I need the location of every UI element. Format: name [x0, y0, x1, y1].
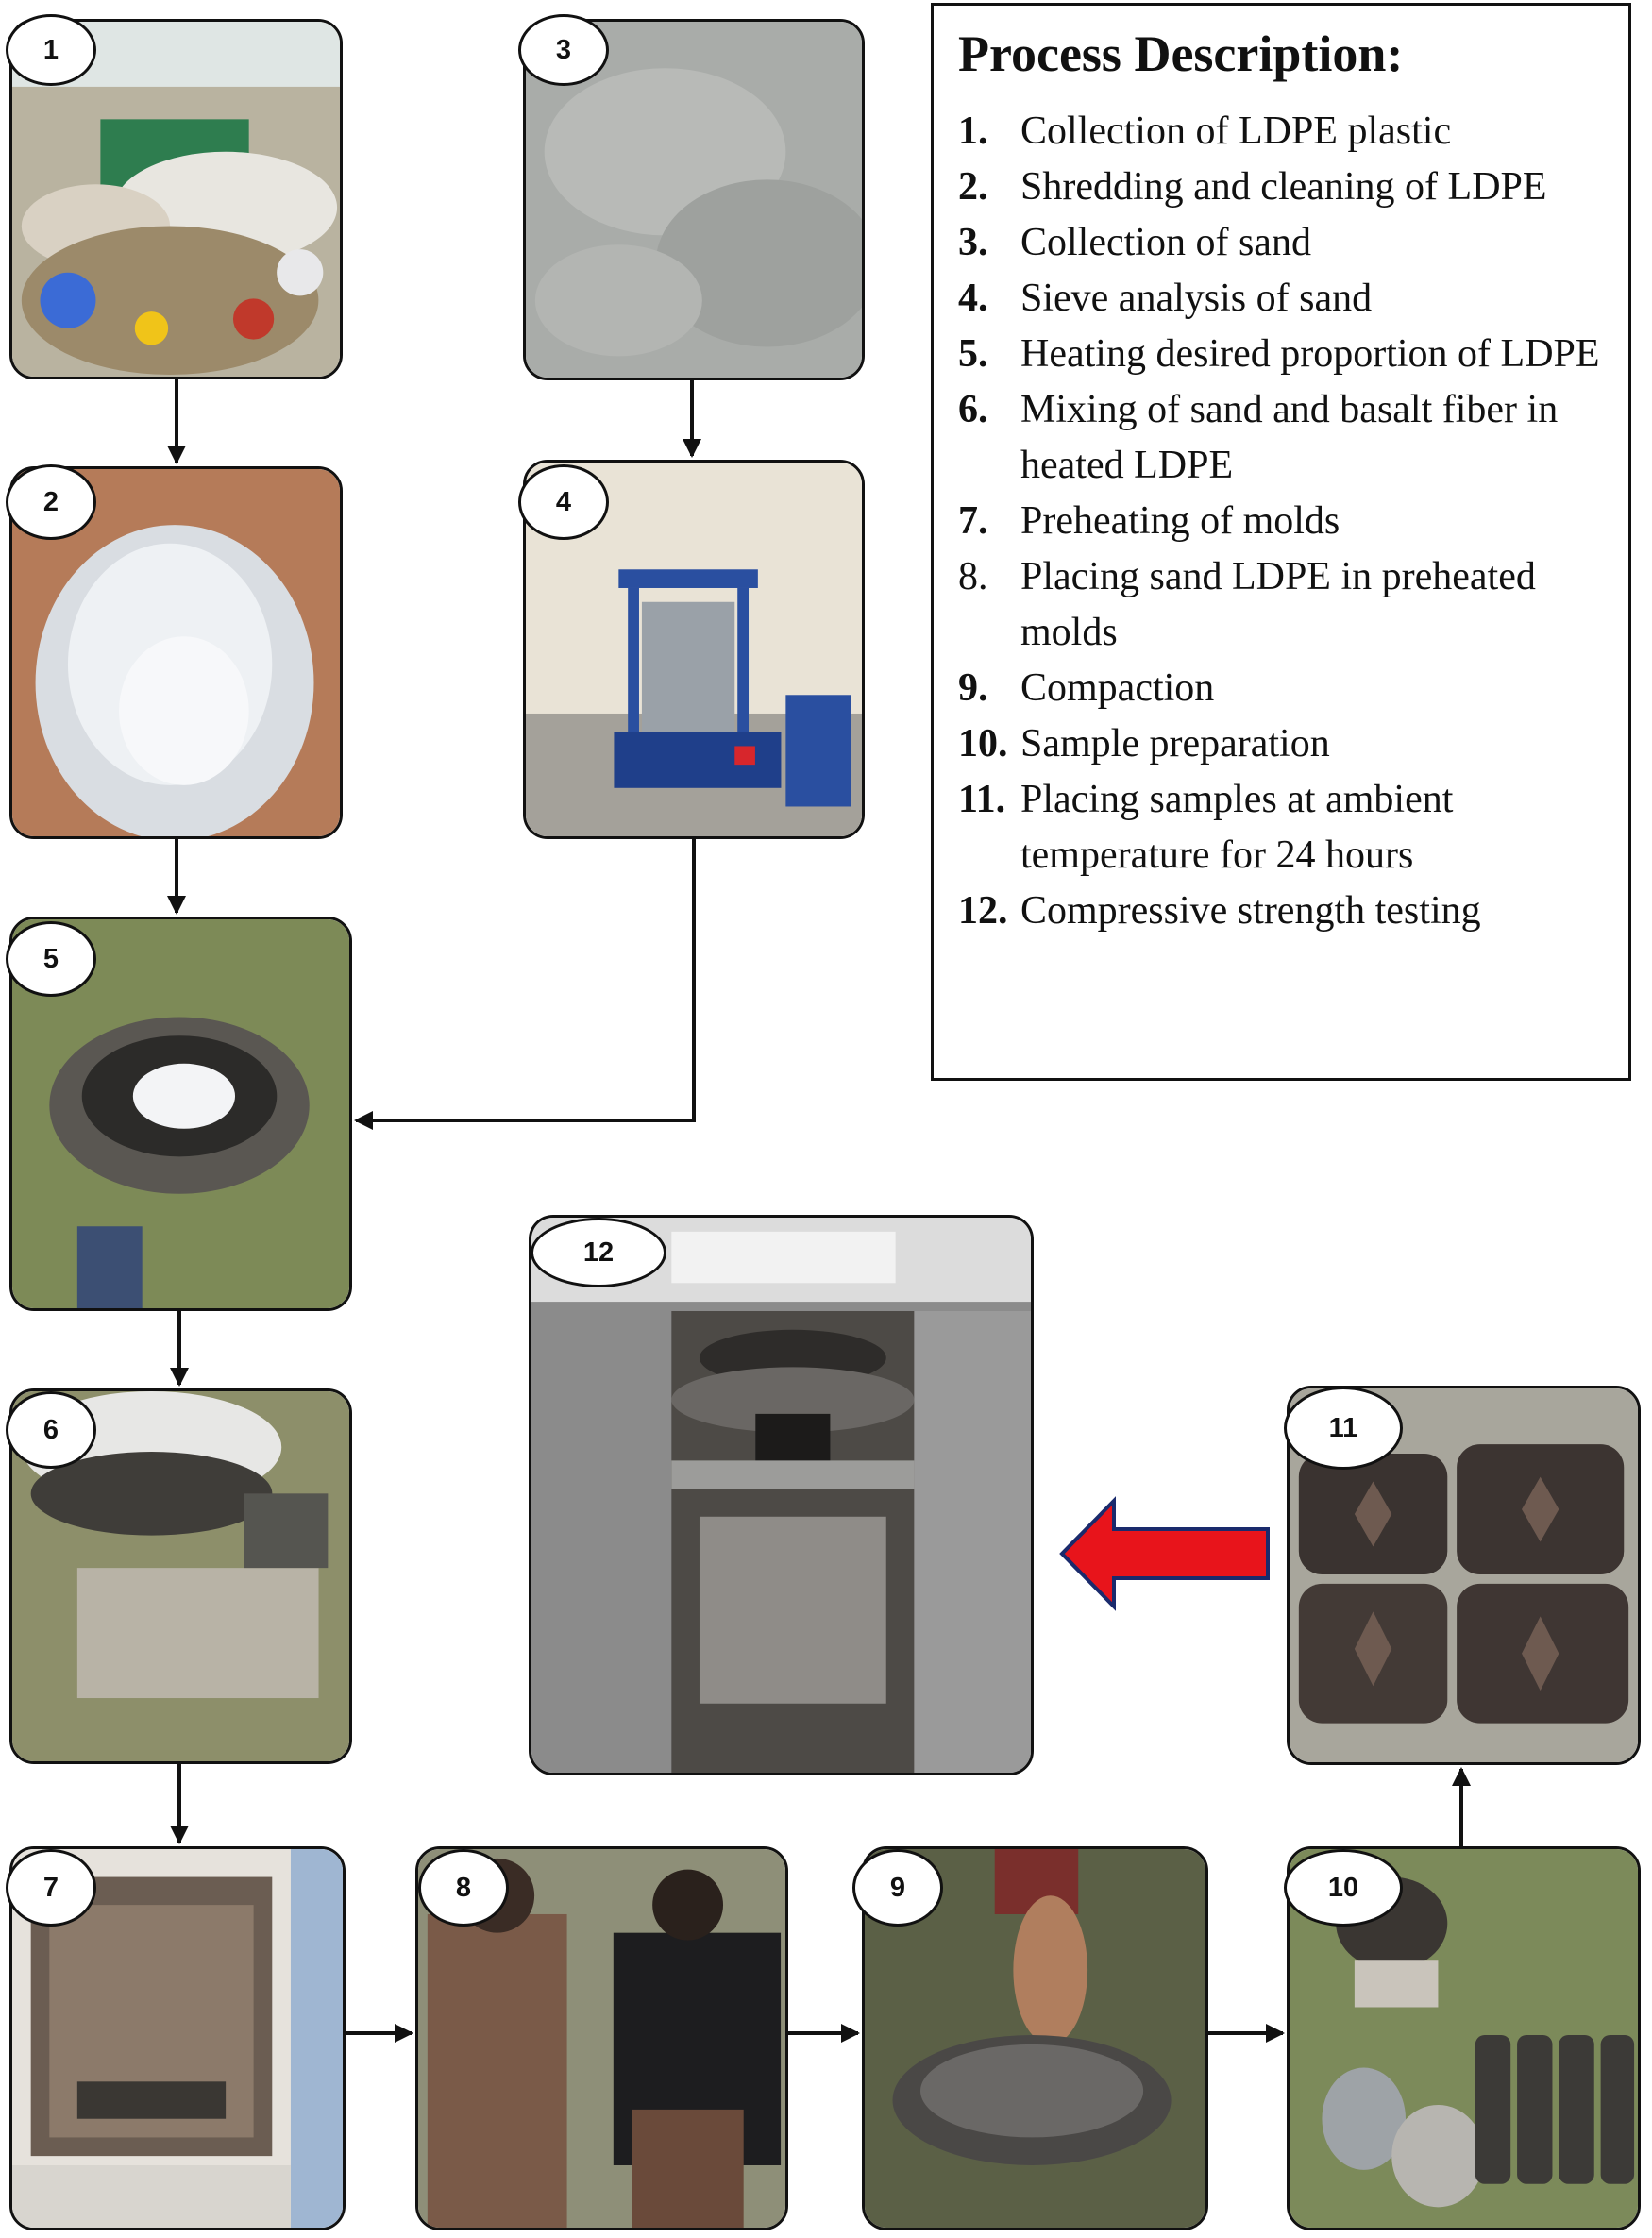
process-step: 4. Sieve analysis of sand — [958, 271, 1604, 327]
step-badge-1: 1 — [6, 14, 96, 86]
step-number: 9. — [958, 666, 988, 710]
step-badge-6: 6 — [6, 1391, 96, 1469]
process-step: 10. Sample preparation — [958, 716, 1604, 772]
step-badge-11: 11 — [1284, 1387, 1403, 1470]
step-number: 7. — [958, 499, 988, 543]
process-step-list: 1. Collection of LDPE plastic 2. Shredding… — [958, 104, 1604, 939]
step-badge-5: 5 — [6, 921, 96, 997]
process-step: 6. Mixing of sand and basalt fiber in hea… — [958, 382, 1604, 494]
step-text: Placing sand LDPE in preheated molds — [1020, 555, 1536, 654]
step-number: 1. — [958, 109, 988, 153]
step-number: 3. — [958, 221, 988, 264]
arrow-4-to-5 — [354, 839, 696, 1130]
process-description-box: Process Description: 1. Collection of LDP… — [931, 3, 1631, 1081]
step-text: Sieve analysis of sand — [1020, 277, 1373, 320]
process-step: 5. Heating desired proportion of LDPE — [958, 327, 1604, 382]
step-text: Mixing of sand and basalt fiber in heate… — [1020, 388, 1559, 487]
arrow-11-to-12 — [1059, 1496, 1270, 1611]
step-text: Compressive strength testing — [1020, 889, 1481, 933]
step-number: 11. — [958, 778, 1006, 821]
step-badge-3: 3 — [518, 14, 609, 86]
step-text: Heating desired proportion of LDPE — [1020, 332, 1600, 376]
step-number: 5. — [958, 332, 988, 376]
step-text: Preheating of molds — [1020, 499, 1340, 543]
step-badge-10: 10 — [1284, 1849, 1403, 1927]
photo-compaction — [862, 1846, 1208, 2230]
step-number: 4. — [958, 277, 988, 320]
step-number: 10. — [958, 722, 1008, 766]
process-step: 7. Preheating of molds — [958, 494, 1604, 549]
photo-samples — [1287, 1846, 1641, 2230]
process-step: 1. Collection of LDPE plastic — [958, 104, 1604, 160]
process-step: 3. Collection of sand — [958, 215, 1604, 271]
step-text: Compaction — [1020, 666, 1215, 710]
step-text: Collection of LDPE plastic — [1020, 109, 1452, 153]
photo-mixing-pot — [9, 1388, 352, 1764]
step-badge-8: 8 — [418, 1849, 509, 1927]
step-badge-9: 9 — [852, 1849, 943, 1927]
step-number: 8. — [958, 555, 988, 598]
photo-ldpe-pellets — [9, 466, 343, 839]
step-badge-4: 4 — [518, 464, 609, 540]
photo-oven — [9, 1846, 346, 2230]
step-number: 6. — [958, 388, 988, 431]
step-badge-12: 12 — [531, 1218, 666, 1287]
photo-heating-ldpe — [9, 917, 352, 1311]
process-step: 9. Compaction — [958, 661, 1604, 716]
step-badge-7: 7 — [6, 1849, 96, 1927]
step-number: 12. — [958, 889, 1008, 933]
step-text: Shredding and cleaning of LDPE — [1020, 165, 1547, 209]
process-step: 11. Placing samples at ambient temperatur… — [958, 772, 1604, 883]
process-step: 8. Placing sand LDPE in preheated molds — [958, 549, 1604, 661]
photo-cured-samples — [1287, 1386, 1641, 1765]
step-text: Placing samples at ambient temperature f… — [1020, 778, 1454, 877]
process-description-title: Process Description: — [958, 25, 1404, 82]
step-text: Collection of sand — [1020, 221, 1311, 264]
step-badge-2: 2 — [6, 464, 96, 540]
step-text: Sample preparation — [1020, 722, 1330, 766]
process-step: 2. Shredding and cleaning of LDPE — [958, 160, 1604, 215]
photo-compression-test — [529, 1215, 1034, 1775]
step-number: 2. — [958, 165, 988, 209]
process-step: 12. Compressive strength testing — [958, 883, 1604, 939]
photo-mold-filling — [415, 1846, 788, 2230]
